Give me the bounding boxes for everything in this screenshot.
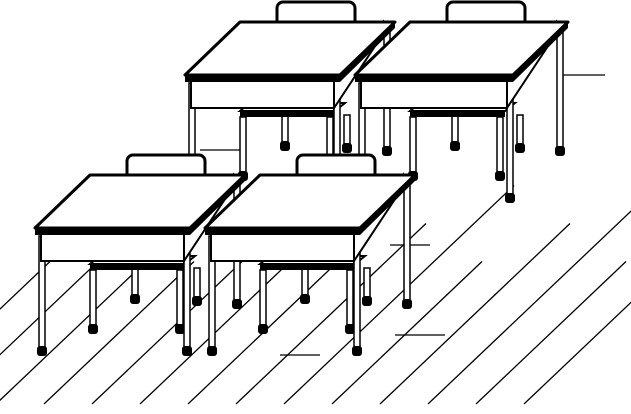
desk-top-edge: [35, 175, 245, 235]
chair-seat-edge: [410, 111, 505, 117]
desk-leg: [131, 267, 139, 299]
desk-leg: [301, 267, 309, 299]
desk-leg: [193, 267, 201, 301]
leg-foot: [402, 299, 412, 309]
desk-leg: [409, 116, 417, 176]
leg-foot: [362, 296, 372, 306]
leg-foot: [495, 171, 505, 181]
leg-foot: [280, 141, 290, 151]
desk-leg: [496, 116, 504, 176]
desk-leg: [346, 269, 354, 329]
leg-foot: [88, 324, 98, 334]
desk-leg: [281, 114, 289, 146]
leg-foot: [175, 324, 185, 334]
desk-top-edge: [185, 22, 395, 82]
desk-leg: [403, 179, 411, 304]
desk-leg: [259, 269, 267, 329]
desk-drawer: [40, 232, 185, 262]
leg-foot: [450, 141, 460, 151]
leg-foot: [37, 346, 47, 356]
desk-leg: [89, 269, 97, 329]
leg-foot: [382, 146, 392, 156]
floor-line: [427, 210, 631, 405]
floor-line: [475, 261, 627, 405]
leg-foot: [130, 294, 140, 304]
desk-leg: [239, 116, 247, 176]
desk-leg: [343, 114, 351, 148]
floor-line: [523, 301, 631, 405]
leg-foot: [555, 146, 565, 156]
leg-foot: [505, 193, 515, 203]
desk-drawer: [210, 232, 355, 262]
desk-group: [33, 0, 570, 356]
desk-leg: [556, 26, 564, 151]
leg-foot: [515, 143, 525, 153]
leg-foot: [342, 143, 352, 153]
leg-foot: [182, 346, 192, 356]
desk-with-chair: [353, 0, 570, 203]
desk-top-edge: [355, 22, 568, 82]
floor-line: [331, 261, 483, 405]
leg-foot: [207, 346, 217, 356]
chair-seat-edge: [90, 264, 185, 270]
floor-line: [0, 261, 51, 310]
leg-foot: [232, 299, 242, 309]
leg-foot: [300, 294, 310, 304]
chair-seat-edge: [240, 111, 335, 117]
desk-leg: [363, 267, 371, 301]
desk-leg: [176, 269, 184, 329]
desk-leg: [451, 114, 459, 146]
desk-with-chair: [203, 153, 417, 356]
leg-foot: [258, 324, 268, 334]
floor-line: [235, 223, 427, 405]
desk-drawer: [360, 79, 508, 109]
leg-foot: [192, 296, 202, 306]
chair-seat-edge: [260, 264, 355, 270]
leg-foot: [352, 346, 362, 356]
desk-leg: [516, 114, 524, 148]
floor-line: [43, 261, 195, 405]
leg-foot: [345, 324, 355, 334]
desk-top-edge: [205, 175, 415, 235]
floor-line: [379, 223, 571, 405]
floor-line: [283, 185, 515, 405]
desk-drawer: [190, 79, 335, 109]
desk-with-chair: [183, 0, 397, 203]
